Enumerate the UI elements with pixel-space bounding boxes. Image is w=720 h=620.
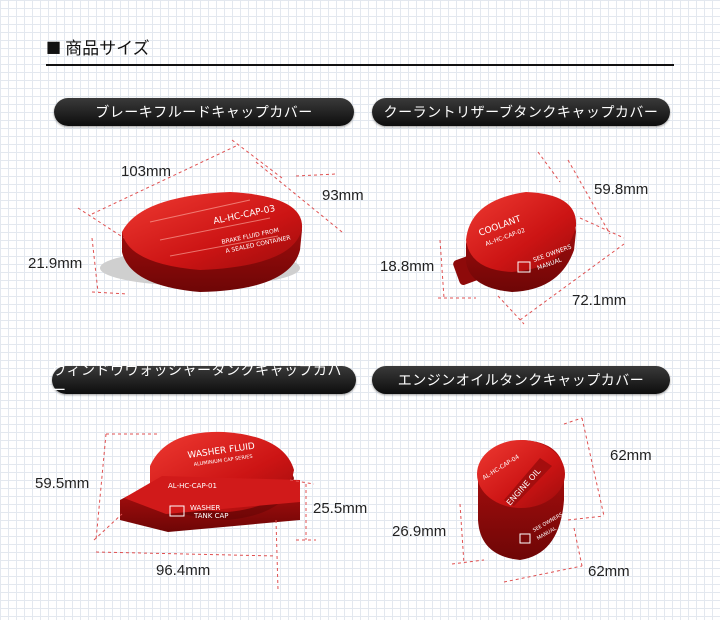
- label-oil-cap-text: エンジンオイルタンクキャップカバー: [397, 373, 645, 389]
- coolant-cap-dim-lines: [438, 151, 625, 325]
- oil-width-label: 62mm: [610, 447, 652, 464]
- brake-cap-dim-lines: [77, 139, 343, 295]
- title-divider: [46, 64, 674, 66]
- washer-cap-engraving-3: AL-HC-CAP-01: [168, 482, 217, 490]
- section-title-text: 商品サイズ: [65, 39, 150, 59]
- square-bullet-icon: ■: [46, 37, 62, 56]
- washer-width-label: 59.5mm: [35, 475, 90, 492]
- wiper-icon: [169, 505, 185, 517]
- brake-height-label: 21.9mm: [28, 255, 83, 272]
- washer-cap-dim-lines: [93, 433, 316, 591]
- coolant-height-label: 18.8mm: [380, 258, 435, 275]
- oil-book-icon: [519, 533, 531, 544]
- washer-depth-label: 96.4mm: [156, 562, 211, 579]
- label-brake-cap-text: ブレーキフルードキャップカバー: [95, 105, 313, 121]
- washer-cap-engraving-5: TANK CAP: [193, 512, 228, 520]
- brake-width-label: 103mm: [121, 163, 172, 180]
- coolant-width-label: 59.8mm: [594, 181, 649, 198]
- oil-cap-dim-lines: [451, 417, 605, 583]
- brake-cap-image: AL-HC-CAP-03 BRAKE FLUID FROM A SEALED C…: [100, 192, 303, 292]
- section-title: ■ 商品サイズ: [46, 34, 150, 59]
- washer-cap-image: WASHER FLUID ALUMINIUM CAP SERIES AL-HC-…: [120, 431, 300, 532]
- book-icon: [517, 261, 531, 273]
- oil-height-label: 26.9mm: [392, 523, 447, 540]
- label-washer-cap-text: ウィンドウウォッシャータンクキャップカバー: [52, 363, 342, 399]
- label-oil-cap: エンジンオイルタンクキャップカバー: [372, 366, 670, 394]
- oil-depth-label: 62mm: [588, 563, 630, 580]
- washer-cap-engraving-4: WASHER: [190, 504, 220, 512]
- label-coolant-cap-text: クーラントリザーブタンクキャップカバー: [383, 105, 659, 121]
- washer-height-label: 25.5mm: [313, 500, 368, 517]
- label-washer-cap: ウィンドウウォッシャータンクキャップカバー: [52, 363, 356, 399]
- label-coolant-cap: クーラントリザーブタンクキャップカバー: [372, 98, 670, 126]
- coolant-depth-label: 72.1mm: [572, 292, 627, 309]
- brake-depth-label: 93mm: [322, 187, 364, 204]
- label-brake-cap: ブレーキフルードキャップカバー: [54, 98, 354, 126]
- coolant-cap-image: COOLANT AL-HC-CAP-02 SEE OWNERS MANUAL: [453, 192, 577, 292]
- oil-cap-image: AL-HC-CAP-04 ENGINE OIL SEE OWNERS MANUA…: [477, 440, 565, 560]
